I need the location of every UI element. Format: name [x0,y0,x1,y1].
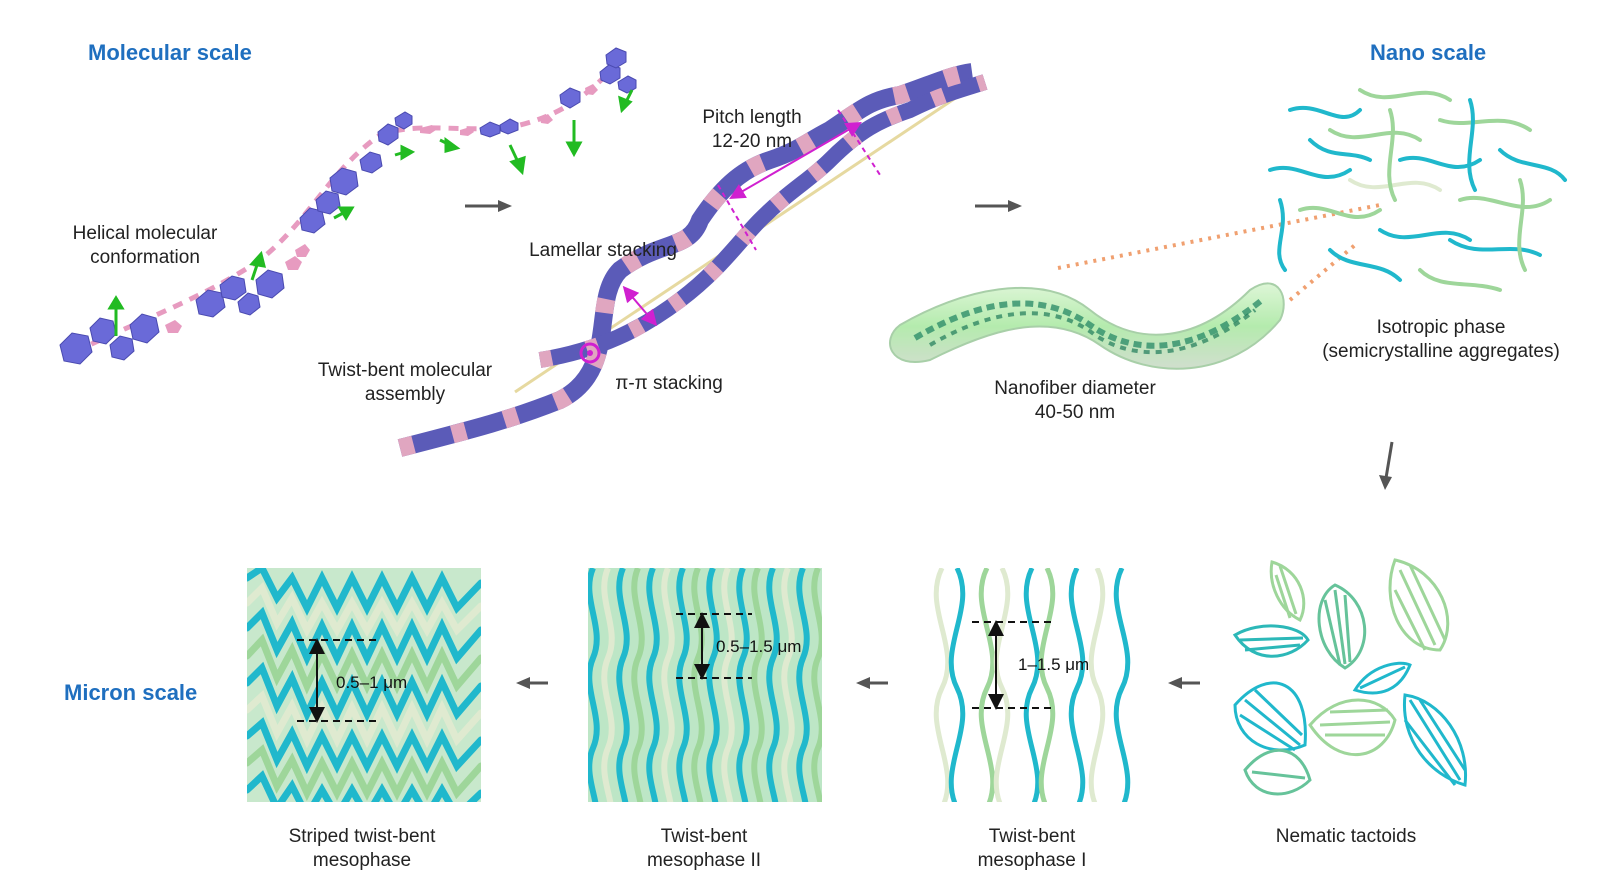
pitch-length-line-2: 12-20 nm [711,131,793,152]
lamellar-stacking-label: Lamellar stacking [529,240,677,261]
isotropic-phase-line-1: Isotropic phase [1376,317,1506,338]
mesophase-1-panel [933,568,1131,802]
flow-arrow-2 [975,200,1022,212]
isotropic-phase-line-2: (semicrystalline aggregates) [1322,341,1560,362]
flow-arrow-4 [1168,677,1200,689]
mesophase-2-panel [588,568,822,802]
molecular-scale-title: Molecular scale [88,40,252,65]
pi-stacking-label: π-π stacking [615,373,723,394]
flow-arrow-1 [465,200,512,212]
nanofiber-diameter-line-2: 40-50 nm [1034,402,1116,423]
nematic-tactoids [1232,558,1468,796]
pitch-length-label: Pitch length 12-20 nm [680,106,824,154]
helical-molecule [59,47,637,365]
helical-conformation-line-2: conformation [90,247,200,268]
isotropic-aggregates [1268,88,1567,292]
mesophase-2-dimension: 0.5–1.5 μm [716,637,802,656]
flow-arrow-6 [516,677,548,689]
striped-mesophase-line-1: Striped twist-bent [288,826,436,847]
isotropic-phase-label: Isotropic phase (semicrystalline aggrega… [1306,316,1576,364]
pitch-length-line-1: Pitch length [702,107,802,128]
mesophase-1-line-2: mesophase I [977,850,1087,871]
nano-scale-title: Nano scale [1370,40,1487,65]
striped-mesophase-panel [247,568,481,802]
helical-conformation-label: Helical molecular conformation [40,222,250,270]
micron-scale-title: Micron scale [64,680,198,705]
striped-mesophase-line-2: mesophase [312,850,412,871]
flow-arrow-5 [856,677,888,689]
mesophase-1-line-1: Twist-bent [988,826,1076,847]
mesophase-1-dimension: 1–1.5 μm [1018,655,1090,674]
nanofiber-diameter-label: Nanofiber diameter 40-50 nm [970,377,1180,425]
flow-arrow-3 [1379,441,1394,490]
mesophase-1-label: Twist-bent mesophase I [942,825,1122,873]
striped-dimension: 0.5–1 μm [336,673,408,692]
mesophase-2-label: Twist-bent mesophase II [614,825,794,873]
mesophase-2-line-1: Twist-bent [660,826,748,847]
twist-bent-assembly-line-1: Twist-bent molecular [317,360,493,381]
mesophase-2-line-2: mesophase II [646,850,762,871]
twist-bent-assembly-line-2: assembly [364,384,446,405]
helical-conformation-line-1: Helical molecular [72,223,218,244]
nanofiber [889,203,1381,370]
nematic-tactoids-label: Nematic tactoids [1275,826,1417,847]
striped-mesophase-label: Striped twist-bent mesophase [262,825,462,873]
twist-bent-assembly [397,63,988,457]
nanofiber-diameter-line-1: Nanofiber diameter [994,378,1156,399]
twist-bent-assembly-label: Twist-bent molecular assembly [300,359,510,407]
